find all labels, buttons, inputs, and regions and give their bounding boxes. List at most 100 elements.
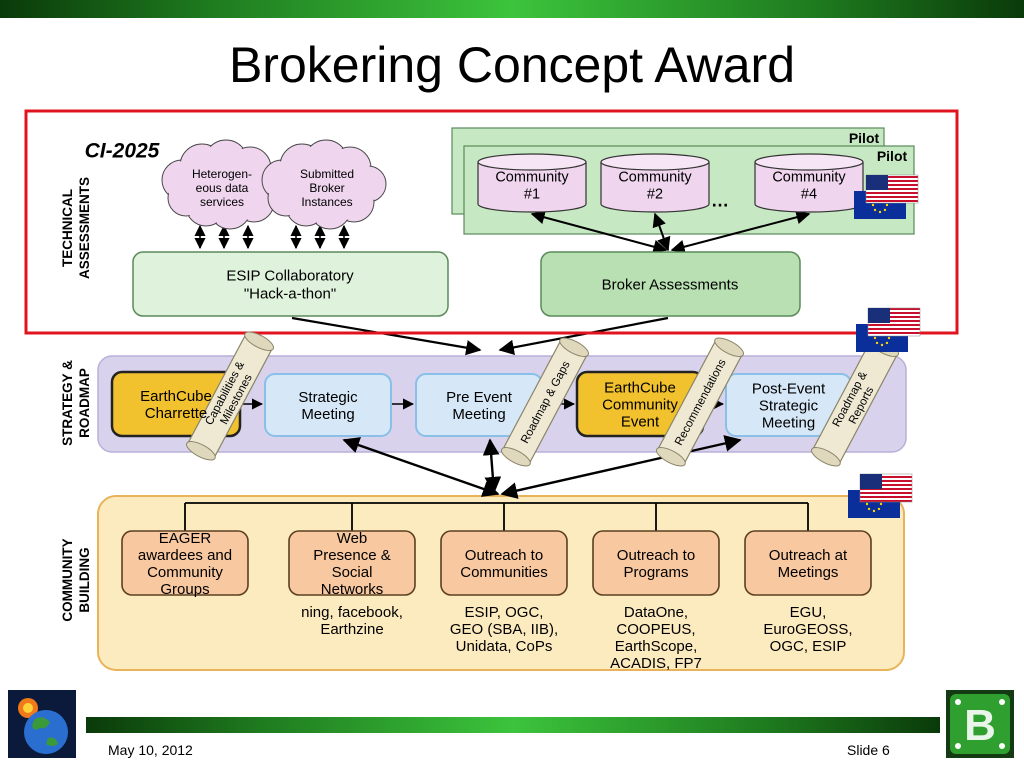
eu-star [872,509,876,513]
step-label-line: EarthCube [604,379,676,396]
cylinder-body [477,162,587,213]
community-box-label-line: Community [147,564,223,581]
community-note-line: COOPEUS, [616,621,695,638]
cloud-label-line: services [200,195,244,209]
hackathon-label-line: ESIP Collaboratory [226,267,354,284]
community-note: DataOne,COOPEUS,EarthScope,ACADIS, FP7 [610,604,702,672]
hackathon-box [132,251,449,317]
bidirectional-arrow [500,435,742,499]
eu-star [871,203,875,207]
eu-star [867,507,871,511]
cylinder-top [754,153,864,171]
us-eu-flags-pilot [854,174,919,219]
community-cylinder-label-line: #1 [524,187,540,203]
step-label-line: Post-Event [752,380,826,397]
eu-star [887,336,891,340]
cylinder-top [600,153,710,171]
scroll-end [810,447,841,467]
eu-star [878,210,882,214]
hackathon-label: ESIP Collaboratory"Hack-a-thon" [226,267,354,302]
community-note-line: Unidata, CoPs [456,638,553,655]
scroll-end [655,447,686,467]
bidirectional-arrow [670,210,811,254]
step-label-line: Strategic [298,389,358,406]
cloud-heterogeneous-services [161,139,287,230]
community-box [440,530,568,596]
step-label-line: EarthCube [140,388,212,405]
community-note-line: ESIP, OGC, [465,604,544,621]
community-box-label-line: Programs [623,564,688,581]
pilot-label-line: Pilot [877,148,908,164]
community-box-label-line: Communities [460,564,548,581]
eu-star [885,341,889,345]
us-canton [860,474,882,489]
eu-star [885,203,889,207]
eu-star [873,208,877,212]
section-label-technical-line: ASSESSMENTS [77,177,92,279]
cloud-label-line: eous data [196,181,249,195]
step-label-line: Strategic [759,397,819,414]
cloud-fill [193,157,255,219]
step-label-line: Event [621,413,660,430]
community-note: EGU,EuroGEOSS,OGC, ESIP [763,604,852,655]
scroll-roadmap-reports: Roadmap &Reports [810,337,900,467]
cylinder-body [600,162,710,213]
eu-star [875,341,879,345]
community-box-label-line: Outreach at [769,547,848,564]
ci-2025-label-line: CI-2025 [85,139,160,162]
scroll-end [500,447,531,467]
step-label-line: Meeting [301,406,354,423]
eu-star [879,502,883,506]
ci-2025-label: CI-2025 [85,139,160,162]
bottom-green-bar [86,717,940,733]
section-label-community-line: COMMUNITY [60,538,75,621]
eu-star [873,336,877,340]
section-label-community-line: BUILDING [77,547,92,612]
footer-date: May 10, 2012 [108,742,193,758]
us-eu-flags-strategy [856,307,921,352]
community-note-line: DataOne, [624,604,688,621]
community-box-label-line: Outreach to [617,547,695,564]
strategic-meeting-box [264,373,392,437]
broker-assessments-label: Broker Assessments [602,276,739,293]
community-cylinder [600,153,710,213]
eu-star [880,343,884,347]
community-box-label-line: Web [337,530,368,547]
community-note-line: ACADIS, FP7 [610,655,702,672]
cloud-label-line: Broker [309,181,344,195]
us-canton [866,175,888,190]
community-note-line: EuroGEOSS, [763,621,852,638]
eu-star [883,208,887,212]
community-box-label-line: Groups [160,581,209,598]
cloud-label-line: Submitted [300,167,354,181]
community-box-label-line: Networks [321,581,384,598]
community-cylinder-label-line: #2 [647,187,663,203]
section-label-strategy-line: STRATEGY & [60,360,75,446]
community-note-line: EGU, [790,604,827,621]
cloud-label-line: Instances [301,195,352,209]
top-green-bar [0,0,1024,18]
community-note-line: GEO (SBA, IIB), [450,621,558,638]
community-cylinder [477,153,587,213]
ellipsis: … [711,190,729,210]
eu-star [865,502,869,506]
earth-globe-logo [8,690,76,758]
bidirectional-arrow [530,210,668,254]
community-box [288,530,416,596]
step-label-line: Charrette [145,405,208,422]
community-cylinder-label-line: Community [772,170,846,186]
community-note-line: EarthScope, [615,638,698,655]
community-note-line: Earthzine [320,621,383,638]
community-cylinder-label-line: #4 [801,187,817,203]
community-cylinder-label: Community#2 [618,170,692,203]
step-label-line: Pre Event [446,389,513,406]
step-label-line: Meeting [762,414,815,431]
community-cylinder-label-line: Community [618,170,692,186]
community-box [121,530,249,596]
